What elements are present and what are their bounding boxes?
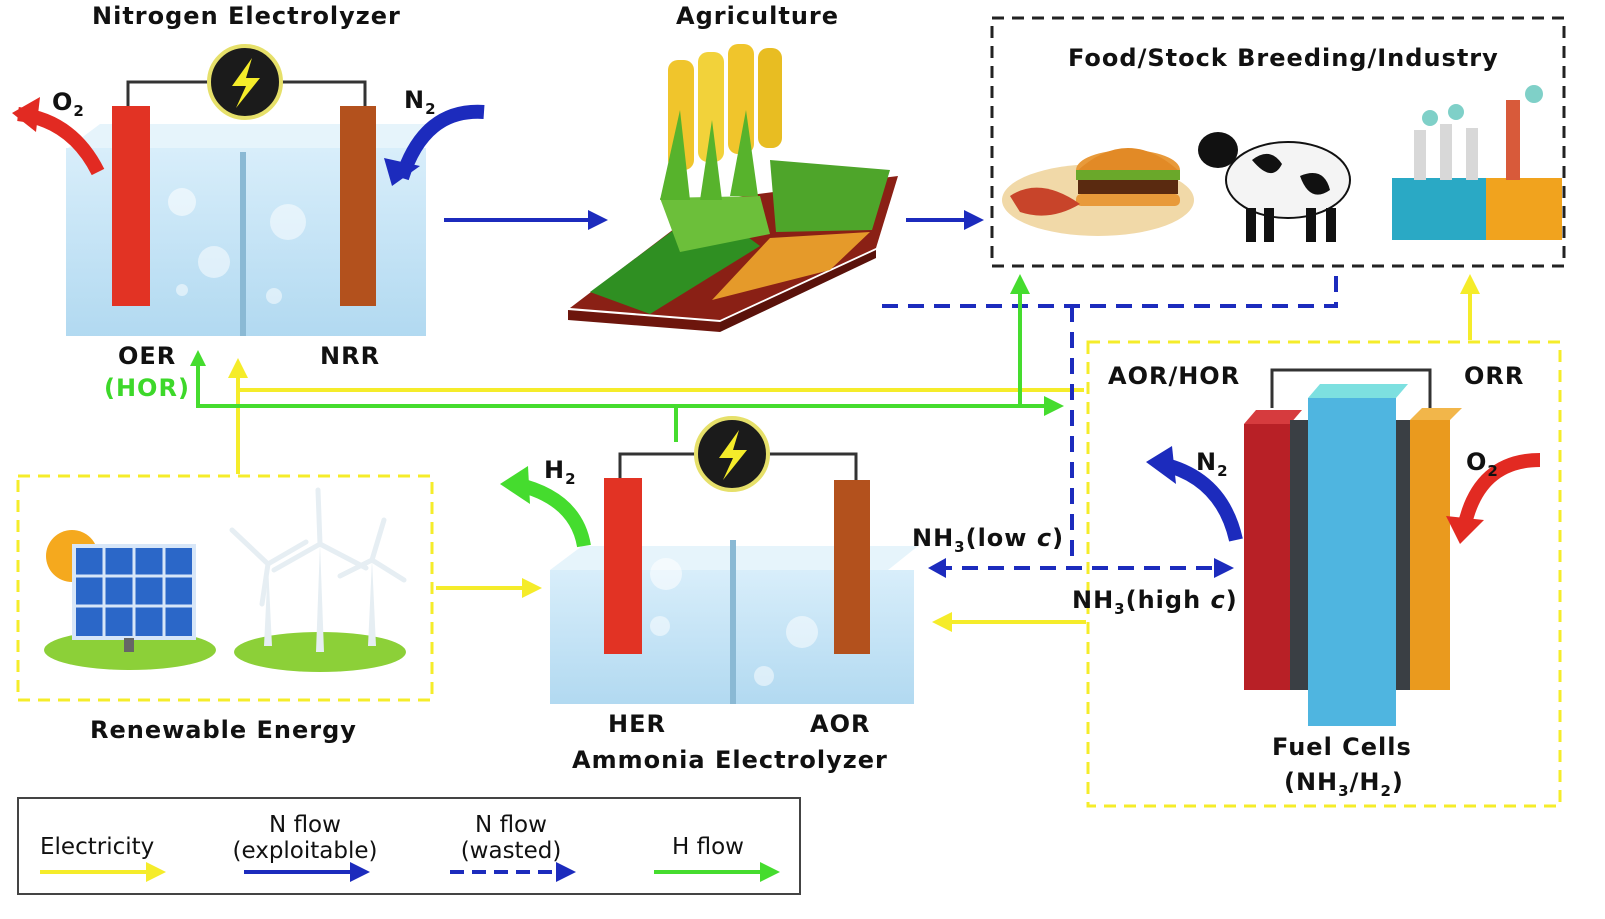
- n2-label-fuel: N2: [1196, 448, 1229, 480]
- nh3-high-label: NH3(high c): [1072, 586, 1238, 618]
- renewable-energy-box: [16, 474, 434, 702]
- ammonia-electrolyzer-title: Ammonia Electrolyzer: [572, 746, 888, 774]
- hor-label: (HOR): [104, 374, 190, 402]
- fuel-cells-subtitle: (NH3/H2): [1284, 768, 1404, 800]
- agriculture-field: [568, 44, 898, 332]
- nitrogen-electrolyzer-title: Nitrogen Electrolyzer: [92, 2, 401, 30]
- nh3-low-label: NH3(low c): [912, 524, 1065, 556]
- factory-icon: [1392, 85, 1562, 240]
- cow-icon: [1198, 132, 1351, 242]
- aor-label: AOR: [810, 710, 871, 738]
- legend-n-exploitable-label: N flow(exploitable): [232, 812, 378, 864]
- lightning-icon-2: [719, 430, 747, 480]
- cathode-electrode: [340, 106, 376, 306]
- o2-label-left: O2: [52, 88, 85, 120]
- o2-intake-arrow: [1457, 453, 1541, 530]
- cathode-electrode-2: [834, 480, 870, 654]
- wind-turbine-icon: [229, 487, 407, 672]
- fuel-cells-box: [1086, 340, 1562, 808]
- oer-label: OER: [118, 342, 177, 370]
- legend-electricity-label: Electricity: [40, 834, 155, 860]
- agriculture-title: Agriculture: [676, 2, 840, 30]
- food-box-title: Food/Stock Breeding/Industry: [1068, 44, 1499, 72]
- her-label: HER: [608, 710, 666, 738]
- ammonia-electrolyzer: [550, 416, 918, 704]
- lightning-icon: [232, 58, 260, 108]
- nrr-label: NRR: [320, 342, 381, 370]
- legend-h-flow-label: H flow: [672, 834, 744, 860]
- n2-label-top: N2: [404, 86, 437, 118]
- fuel-cells-title: Fuel Cells: [1272, 733, 1412, 761]
- aor-hor-label: AOR/HOR: [1108, 362, 1241, 390]
- flow-arrows: [190, 210, 1480, 632]
- h2-label: H2: [544, 456, 577, 488]
- orr-label: ORR: [1464, 362, 1525, 390]
- food-industry-box: [990, 16, 1566, 268]
- h-flow-main: [196, 362, 1064, 416]
- fuel-cell-stack: [1244, 368, 1462, 726]
- nitrogen-electrolyzer: [66, 44, 438, 336]
- anode-electrode: [112, 106, 150, 306]
- solar-panel-icon: [44, 530, 216, 670]
- renewable-energy-title: Renewable Energy: [90, 716, 357, 744]
- n-wasted-flow-top: [882, 268, 1338, 308]
- food-icon: [1002, 148, 1194, 236]
- o2-label-fuel: O2: [1466, 448, 1499, 480]
- anode-electrode-2: [604, 478, 642, 654]
- legend-n-wasted-label: N flow(wasted): [460, 812, 562, 864]
